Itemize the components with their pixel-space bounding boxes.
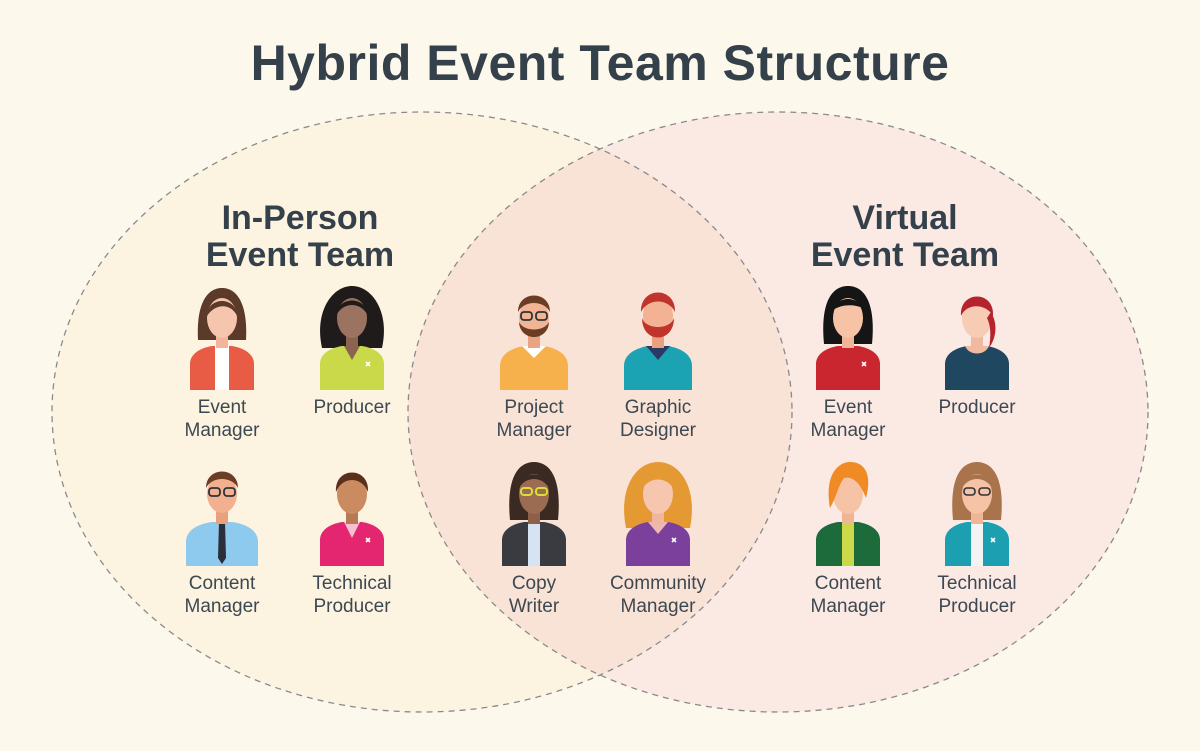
role-line2: Manager	[810, 420, 886, 441]
virtual-title-line1: Virtual	[852, 199, 958, 237]
woman-avatar-icon	[320, 286, 384, 390]
role-line1: Technical	[937, 573, 1017, 594]
man-avatar-icon	[500, 295, 568, 390]
role-line2: Writer	[508, 596, 560, 617]
woman-avatar-icon	[502, 462, 566, 566]
woman-avatar-icon	[945, 462, 1009, 566]
woman-avatar-icon	[320, 472, 384, 566]
overlap-region	[408, 112, 792, 712]
role-line2: Manager	[184, 596, 260, 617]
person-in-producer: Producer	[282, 282, 422, 419]
role-line1: Event	[197, 397, 247, 418]
woman-avatar-icon	[190, 288, 254, 390]
role-line1: Producer	[938, 397, 1016, 418]
page-title: Hybrid Event Team Structure	[250, 35, 950, 91]
woman-avatar-icon	[816, 462, 880, 566]
role-line1: Graphic	[624, 397, 692, 418]
role-line2: Designer	[619, 420, 697, 441]
role-line1: Project	[504, 397, 564, 418]
role-line2: Producer	[938, 596, 1016, 617]
woman-avatar-icon	[945, 296, 1009, 390]
in-person-title-line1: In-Person	[221, 199, 379, 237]
role-line1: Content	[188, 573, 256, 594]
role-line1: Producer	[313, 397, 391, 418]
in-person-team-title: In-Person Event Team	[150, 200, 450, 274]
role-line1: Content	[814, 573, 882, 594]
role-line2: Manager	[496, 420, 572, 441]
role-line2: Manager	[620, 596, 696, 617]
role-line1: Community	[609, 573, 707, 594]
man-avatar-icon	[186, 471, 258, 566]
woman-avatar-icon	[624, 462, 692, 566]
in-person-title-line2: Event Team	[205, 236, 395, 274]
woman-avatar-icon	[816, 286, 880, 390]
role-line2: Manager	[184, 420, 260, 441]
role-line1: Copy	[511, 573, 557, 594]
virtual-title-line2: Event Team	[810, 236, 1000, 274]
role-line2: Producer	[313, 596, 391, 617]
role-line1: Event	[823, 397, 873, 418]
role-line1: Technical	[312, 573, 392, 594]
man-avatar-icon	[624, 292, 692, 390]
role-line2: Manager	[810, 596, 886, 617]
person-v-producer: Producer	[907, 282, 1047, 419]
virtual-team-title: Virtual Event Team	[755, 200, 1055, 274]
